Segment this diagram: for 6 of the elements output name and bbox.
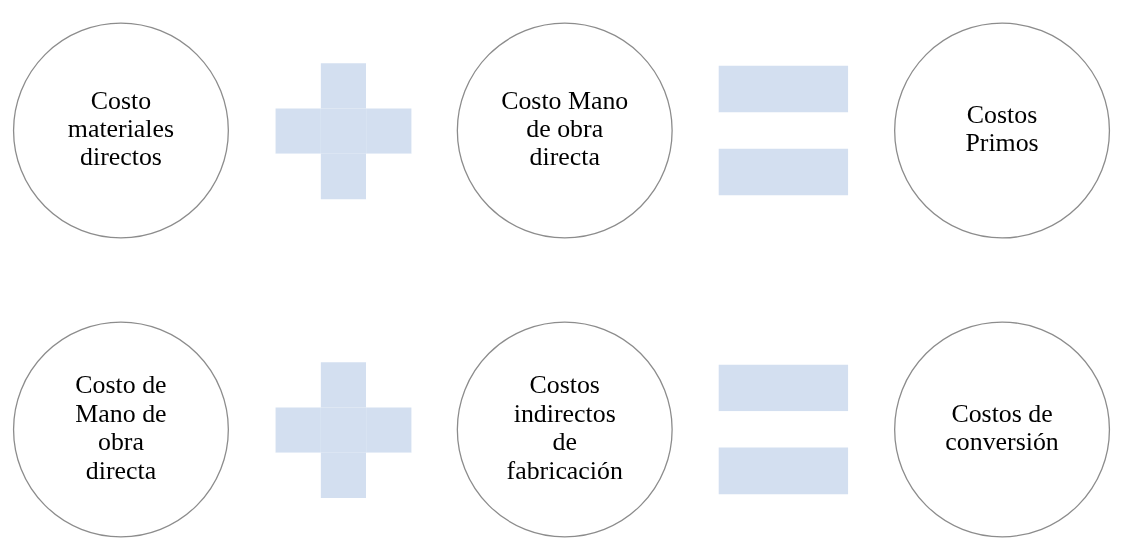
node-circle: Costo Mano de obra directa: [456, 22, 673, 239]
node-circle: Costo de Mano de obra directa: [12, 320, 229, 537]
node-circle: Costos Primos: [894, 22, 1111, 239]
node-circle: Costo materiales directos: [12, 22, 229, 239]
node-circle: Costos indirectos de fabricación: [456, 320, 673, 537]
node-circle: Costos de conversión: [894, 320, 1111, 537]
